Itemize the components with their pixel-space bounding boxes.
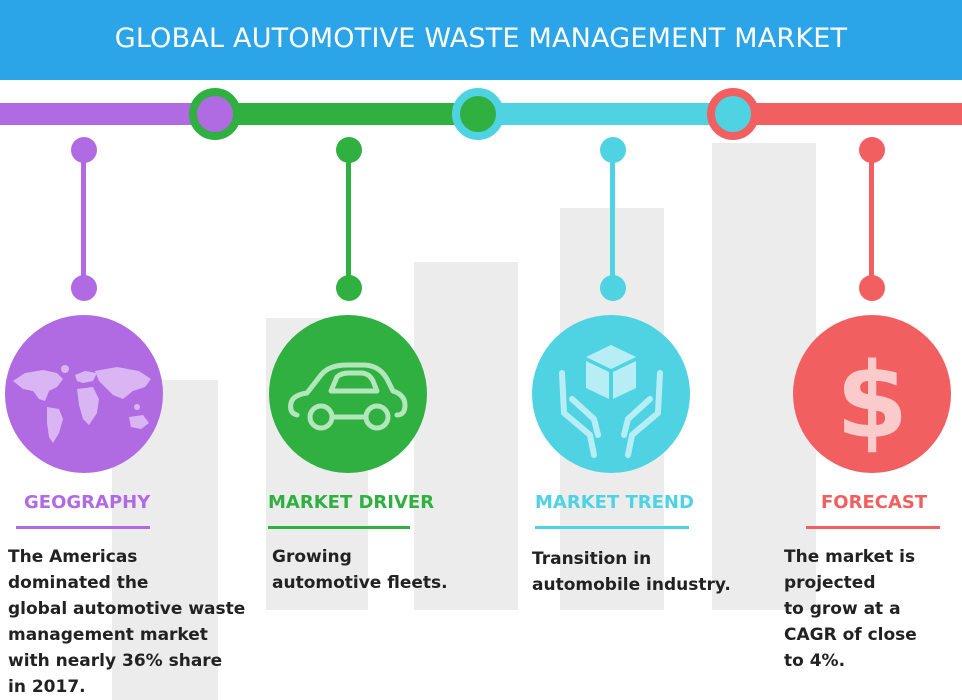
timeline-node-green [189, 88, 241, 140]
connector-dot-bottom [600, 275, 626, 301]
timeline-segment-green [214, 103, 476, 125]
geography-underline [16, 526, 150, 529]
connector-dot-bottom [71, 275, 97, 301]
timeline-node-red [707, 88, 759, 140]
page-title: GLOBAL AUTOMOTIVE WASTE MANAGEMENT MARKE… [114, 23, 848, 54]
connector-line [346, 150, 351, 288]
connector-line [81, 150, 86, 288]
market-trend-underline [535, 526, 689, 529]
forecast-circle: $ [793, 315, 951, 473]
car-icon [288, 362, 408, 431]
connector-line [610, 150, 615, 288]
market-driver-circle [269, 315, 427, 473]
globe-map-icon [13, 365, 151, 443]
timeline-segment-purple [0, 103, 214, 125]
svg-text:$: $ [836, 340, 908, 462]
market-trend-label: MARKET TREND [535, 492, 694, 513]
dollar-icon: $ [836, 340, 908, 462]
timeline-segment-red [732, 103, 962, 125]
market-trend-circle [532, 315, 690, 473]
background-bar [414, 262, 518, 610]
geography-circle [5, 315, 163, 473]
forecast-text: The market is projected to grow at a CAG… [784, 547, 917, 671]
connector-dot-bottom [859, 275, 885, 301]
market-trend-text: Transition in automobile industry. [532, 549, 731, 595]
market-driver-underline [268, 526, 410, 529]
geography-label: GEOGRAPHY [24, 492, 151, 513]
market-driver-text: Growing automotive fleets. [272, 547, 448, 593]
timeline-node-cyan [452, 88, 504, 140]
market-driver-label: MARKET DRIVER [268, 492, 435, 513]
timeline-segment-cyan [476, 103, 732, 125]
forecast-label: FORECAST [821, 492, 928, 513]
connector-dot-bottom [336, 275, 362, 301]
geography-text: The Americas dominated the global automo… [8, 547, 246, 697]
connector-line [869, 150, 874, 288]
hands-box-icon [559, 345, 663, 458]
forecast-underline [806, 526, 940, 529]
header-banner: GLOBAL AUTOMOTIVE WASTE MANAGEMENT MARKE… [0, 0, 962, 80]
